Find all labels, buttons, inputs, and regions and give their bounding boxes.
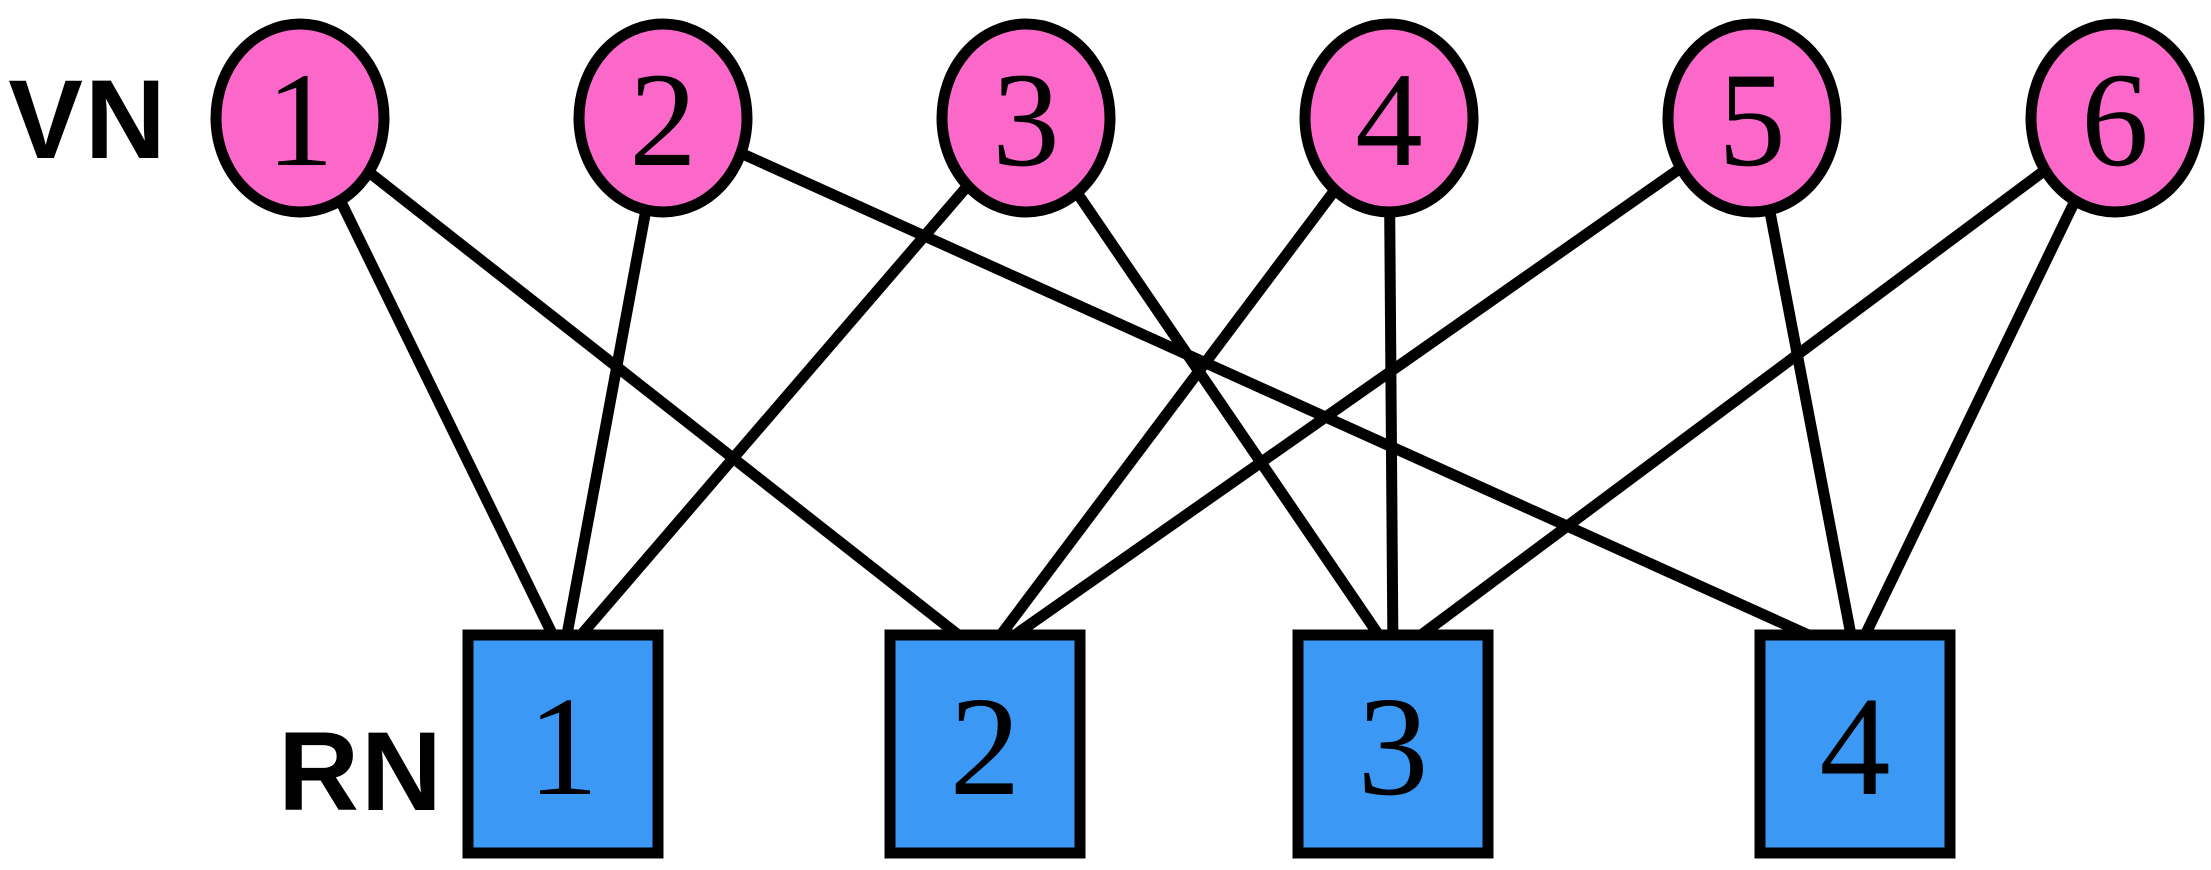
relay-node-square	[462, 629, 664, 859]
variable-node-1: 1	[210, 18, 390, 218]
variable-node-circle	[1662, 18, 1842, 218]
relay-node-4: 4	[1754, 629, 1956, 859]
variable-node-2: 2	[573, 18, 753, 218]
edge-vn1-rn2	[296, 113, 989, 661]
relay-node-1: 1	[462, 629, 664, 859]
variable-node-circle	[936, 18, 1116, 218]
edge-vn2-rn4	[660, 112, 1858, 662]
variable-node-circle	[573, 18, 753, 218]
relay-node-2: 2	[884, 629, 1086, 859]
variable-node-5: 5	[1662, 18, 1842, 218]
relay-node-square	[1754, 629, 1956, 859]
variable-node-circle	[2025, 18, 2205, 218]
edge-vn3-rn1	[558, 114, 1031, 660]
edges-layer	[295, 112, 2120, 662]
variable-node-circle	[1299, 18, 1479, 218]
relay-node-square	[1292, 629, 1494, 859]
edge-vn1-rn1	[295, 115, 568, 659]
edge-vn4-rn2	[980, 114, 1394, 660]
edge-vn6-rn3	[1389, 113, 2119, 661]
edge-vn3-rn3	[1021, 114, 1398, 660]
relay-node-3: 3	[1292, 629, 1494, 859]
variable-node-4: 4	[1299, 18, 1479, 218]
edge-vn5-rn2	[981, 113, 1756, 661]
rn-row-label: RN	[278, 709, 444, 834]
variable-node-6: 6	[2025, 18, 2205, 218]
variable-node-circle	[210, 18, 390, 218]
variable-node-3: 3	[936, 18, 1116, 218]
vn-row-label: VN	[8, 57, 168, 182]
relay-node-square	[884, 629, 1086, 859]
edge-vn6-rn4	[1850, 115, 2120, 659]
